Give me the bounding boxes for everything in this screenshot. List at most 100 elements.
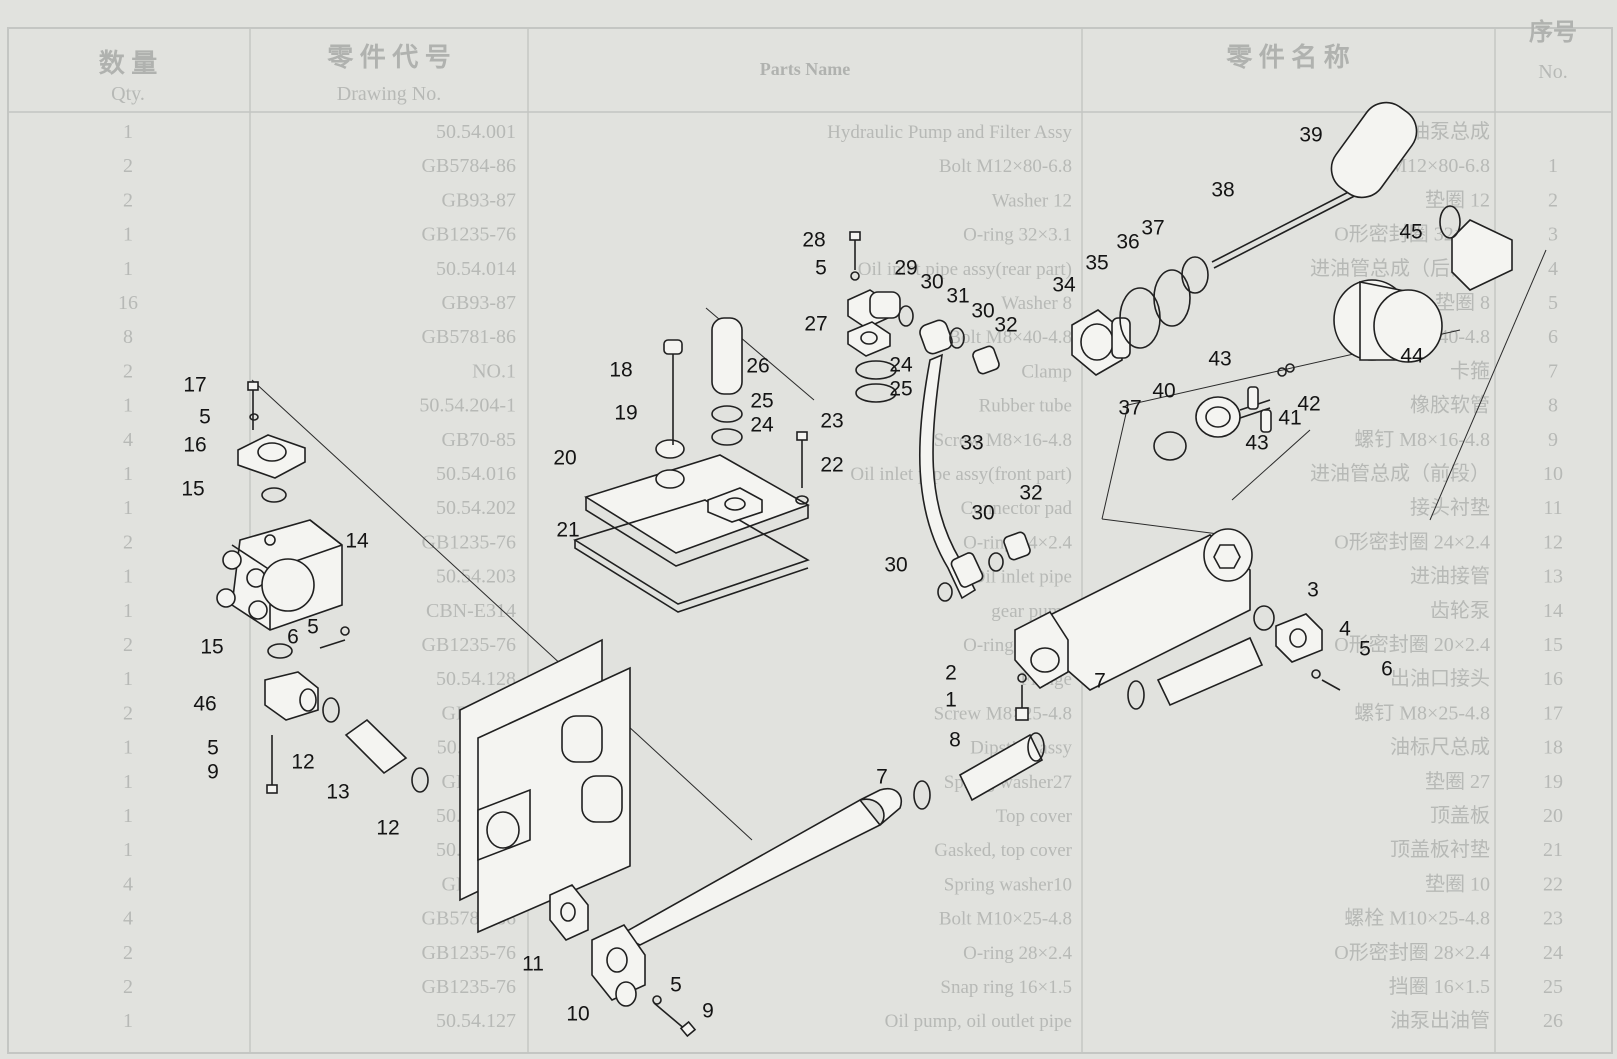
table-cell-qty: 4 (123, 429, 133, 451)
table-cell-name-en: Bolt M8×40-4.8 (948, 327, 1072, 348)
table-cell-name-cn: 油标尺总成 (1390, 736, 1490, 759)
table-cell-name-cn: O形密封圈 32×3.1 (1334, 223, 1490, 246)
table-cell-qty: 1 (123, 839, 133, 861)
callout-part-31: 31 (946, 285, 969, 308)
callout-part-14: 14 (345, 530, 369, 553)
table-cell-no: 7 (1548, 360, 1558, 382)
table-cell-name-en: Connector pad (961, 498, 1073, 519)
callout-part-23: 23 (820, 410, 843, 433)
callout-part-27: 27 (804, 313, 827, 336)
callout-part-10: 10 (566, 1003, 589, 1026)
table-cell-drawing: GB70-85 (442, 429, 516, 451)
callout-part-38: 38 (1211, 179, 1234, 202)
table-cell-drawing: 50.54.204-1 (419, 395, 516, 417)
table-cell-qty: 1 (123, 737, 133, 759)
table-cell-name-en: Washer 8 (1001, 293, 1072, 314)
table-cell-qty: 1 (123, 224, 133, 246)
table-cell-no: 20 (1543, 805, 1563, 827)
table-cell-drawing: GB1235-76 (422, 942, 516, 964)
oil-inlet-pipe-33 (898, 305, 1031, 602)
callout-part-9: 9 (207, 761, 219, 784)
callout-part-41: 41 (1278, 407, 1301, 430)
parts-table-background: 数 量 Qty. 零 件 代 号 Drawing No. Parts Name … (7, 18, 1613, 1054)
table-cell-qty: 16 (118, 292, 138, 314)
table-cell-no: 25 (1543, 976, 1563, 998)
table-cell-name-en: Hydraulic Pump and Filter Assy (827, 122, 1072, 143)
table-cell-qty: 1 (123, 771, 133, 793)
table-cell-no: 3 (1548, 224, 1558, 246)
table-cell-name-en: O-ring 28×2.4 (963, 943, 1072, 964)
header-name-cn: 零 件 名 称 (1226, 42, 1350, 72)
table-cell-name-en: O-ring 32×3.1 (963, 225, 1072, 246)
table-cell-qty: 4 (123, 873, 133, 895)
callout-part-5: 5 (207, 737, 219, 760)
table-cell-name-cn: 垫圈 8 (1435, 291, 1490, 314)
callout-part-30: 30 (884, 554, 907, 577)
table-cell-drawing: GB93-87 (442, 292, 516, 314)
top-cover-20 (573, 317, 810, 613)
callout-part-44: 44 (1400, 345, 1424, 368)
callout-part-43: 43 (1245, 432, 1268, 455)
table-cell-name-en: Oil inlet pipe assy(front part) (850, 464, 1072, 485)
table-cell-drawing: NO.1 (472, 360, 516, 382)
fitting-27-29 (847, 231, 901, 403)
table-cell-name-cn: O形密封圈 20×2.4 (1334, 633, 1490, 656)
table-cell-no: 2 (1548, 189, 1558, 211)
table-cell-qty: 1 (123, 668, 133, 690)
table-cell-name-en: Bolt M10×25-4.8 (939, 909, 1072, 930)
table-cell-name-en: Spring washer10 (944, 874, 1072, 895)
table-cell-qty: 2 (123, 531, 133, 553)
table-cell-drawing: 50.54.016 (436, 463, 516, 485)
table-cell-no: 21 (1543, 839, 1563, 861)
table-cell-no: 17 (1543, 702, 1563, 724)
table-cell-qty: 1 (123, 805, 133, 827)
callout-part-46: 46 (193, 693, 216, 716)
table-cell-qty: 1 (123, 395, 133, 417)
table-cell-name-en: Rubber tube (979, 396, 1072, 417)
table-cell-qty: 2 (123, 634, 133, 656)
callout-part-5: 5 (815, 257, 827, 280)
table-cell-qty: 1 (123, 566, 133, 588)
callout-part-30: 30 (971, 502, 994, 525)
callout-part-40: 40 (1152, 380, 1175, 403)
table-cell-qty: 2 (123, 702, 133, 724)
header-qty-cn: 数 量 (99, 49, 158, 78)
rubber-tube-8 (913, 636, 1264, 810)
callout-part-37: 37 (1141, 217, 1164, 240)
table-cell-name-cn: 橡胶软管 (1410, 394, 1490, 417)
table-cell-name-cn: 螺钉 M8×16-4.8 (1354, 428, 1490, 451)
table-cell-name-cn: 垫圈 12 (1425, 188, 1490, 211)
table-cell-no: 4 (1548, 258, 1558, 280)
table-cell-no: 24 (1543, 942, 1563, 964)
table-cell-name-en: Oil inlet pipe assy(rear part) (858, 259, 1072, 280)
header-no-cn: 序号 (1529, 18, 1577, 46)
table-cell-drawing: GB1235-76 (422, 976, 516, 998)
table-cell-qty: 2 (123, 155, 133, 177)
callout-part-32: 32 (1019, 482, 1042, 505)
callout-part-20: 20 (553, 447, 576, 470)
callout-part-8: 8 (949, 729, 961, 752)
callout-part-4: 4 (1339, 618, 1351, 641)
table-cell-name-cn: 油泵出油管 (1390, 1009, 1490, 1032)
table-cell-qty: 2 (123, 360, 133, 382)
table-cell-qty: 1 (123, 497, 133, 519)
callout-part-21: 21 (556, 519, 579, 542)
gear-pump-14 (216, 519, 343, 631)
table-cell-no: 15 (1543, 634, 1563, 656)
table-cell-qty: 2 (123, 976, 133, 998)
table-cell-name-cn: 进油管总成（后段） (1310, 257, 1490, 280)
inlet-fitting-46 (264, 626, 429, 794)
callout-part-30: 30 (971, 300, 994, 323)
callout-part-26: 26 (746, 355, 769, 378)
callout-part-42: 42 (1297, 393, 1320, 416)
callout-part-45: 45 (1399, 221, 1422, 244)
oil-outlet-pipe-10 (549, 788, 902, 1038)
table-cell-drawing: GB1235-76 (422, 224, 516, 246)
table-cell-name-cn: 卡箍 (1450, 359, 1490, 382)
table-cell-drawing: GB1235-76 (422, 531, 516, 553)
callout-part-24: 24 (889, 354, 913, 377)
table-cell-no: 6 (1548, 326, 1558, 348)
